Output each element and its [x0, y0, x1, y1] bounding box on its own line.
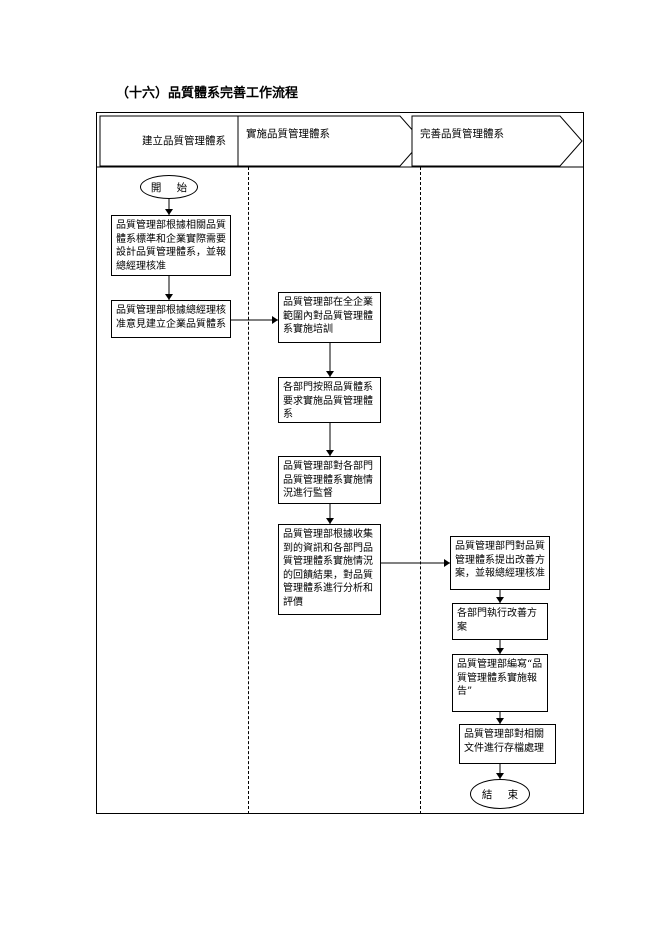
step-improvement-plan: 品質管理部門對品質管理體系提出改善方案，並報總經理核准: [450, 536, 550, 590]
step-execute-plan: 各部門執行改善方案: [452, 603, 548, 640]
lane-divider-2: [420, 167, 421, 814]
step-establish-system: 品質管理部根據總經理核准意見建立企業品質體系: [111, 300, 231, 338]
phase-label-build: 建立品質管理體系: [142, 135, 226, 147]
step-analyze-evaluate: 品質管理部根據收集到的資訊和各部門品質管理體系實施情況的回饋結果，對品質管理體系…: [278, 524, 381, 615]
step-write-report: 品質管理部編寫“品質管理體系實施報告”: [452, 654, 548, 712]
start-terminal: 開 始: [140, 175, 198, 199]
phase-label-implement: 實施品質管理體系: [246, 128, 330, 140]
page-title: （十六）品質體系完善工作流程: [116, 86, 299, 101]
lane-divider-1: [248, 167, 249, 814]
flowchart-frame: [96, 112, 584, 814]
step-design-system: 品質管理部根據相關品質體系標準和企業實際需要設計品質管理體系，並報總經理核准: [111, 215, 231, 276]
phase-arrow-3: [411, 115, 583, 167]
step-training: 品質管理部在全企業範圍內對品質管理體系實施培訓: [278, 292, 381, 343]
step-archive-documents: 品質管理部對相關文件進行存檔處理: [459, 724, 556, 764]
step-implement: 各部門按照品質體系要求實施品質管理體系: [278, 377, 381, 423]
phase-label-improve: 完善品質管理體系: [420, 128, 504, 140]
step-supervise: 品質管理部對各部門品質管理體系實施情況進行監督: [278, 456, 381, 504]
end-terminal: 結 束: [470, 779, 530, 809]
phase-arrow-2: [237, 115, 423, 167]
